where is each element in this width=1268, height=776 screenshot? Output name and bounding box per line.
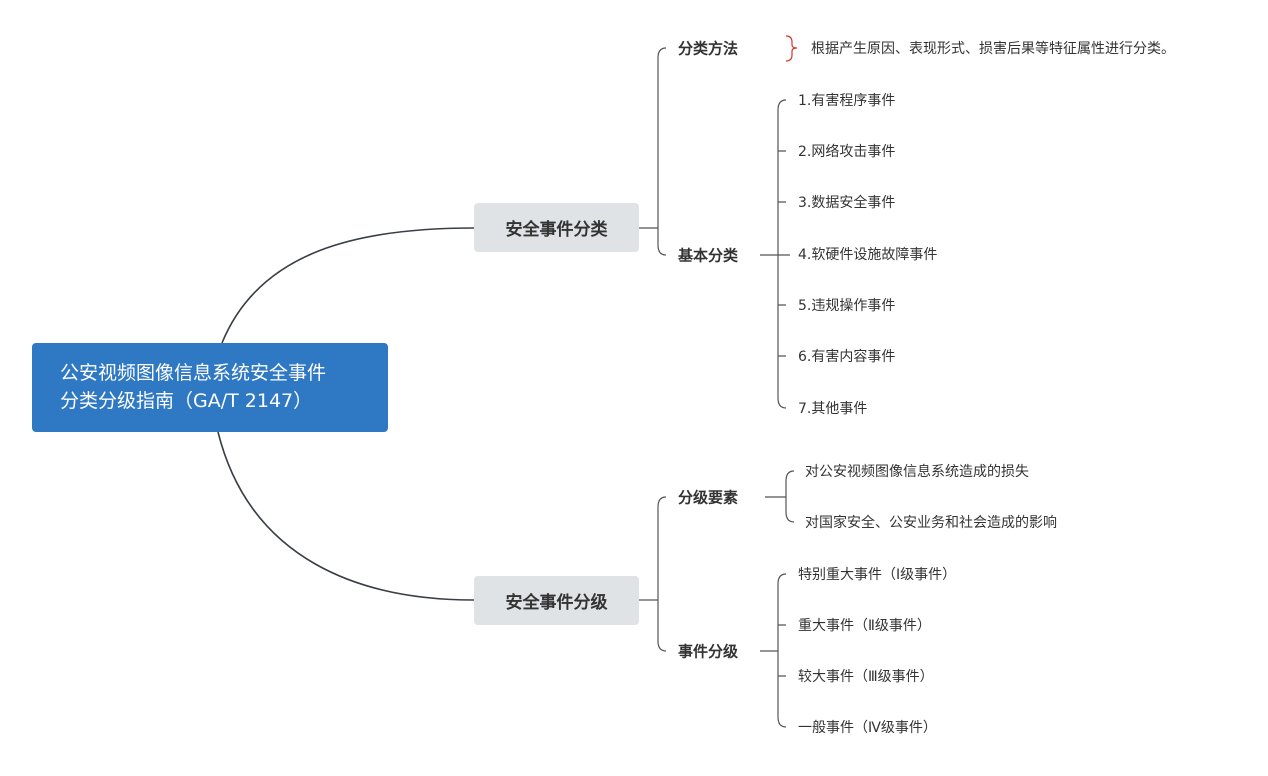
branch-grading[interactable]: 安全事件分级 — [474, 576, 639, 625]
node-basic-classification[interactable]: 基本分类 — [678, 246, 739, 265]
node-grading-factors[interactable]: 分级要素 — [678, 488, 739, 507]
bracket-basic — [760, 99, 790, 409]
list-item[interactable]: 2.网络攻击事件 — [798, 144, 896, 160]
list-item[interactable]: 5.违规操作事件 — [798, 298, 896, 314]
list-item[interactable]: 3.数据安全事件 — [798, 195, 896, 211]
node-classification-method[interactable]: 分类方法 — [678, 39, 739, 58]
list-item[interactable]: 对国家安全、公安业务和社会造成的影响 — [805, 515, 1057, 531]
note-classification-method: 根据产生原因、表现形式、损害后果等特征属性进行分类。 — [811, 41, 1175, 57]
list-item[interactable]: 对公安视频图像信息系统造成的损失 — [805, 464, 1029, 480]
branch-classification[interactable]: 安全事件分类 — [474, 203, 639, 252]
list-item[interactable]: 一般事件（Ⅳ级事件） — [798, 720, 937, 736]
list-item[interactable]: 6.有害内容事件 — [798, 349, 896, 365]
root-title-line1: 公安视频图像信息系统安全事件 — [60, 362, 327, 384]
bracket-classification — [639, 47, 667, 256]
node-event-grading[interactable]: 事件分级 — [678, 642, 739, 661]
list-item[interactable]: 1.有害程序事件 — [798, 93, 896, 109]
list-item[interactable]: 7.其他事件 — [798, 401, 868, 417]
list-item[interactable]: 特别重大事件（Ⅰ级事件） — [798, 567, 957, 583]
bracket-grading-factors — [765, 470, 795, 523]
root-node[interactable]: 公安视频图像信息系统安全事件 分类分级指南（GA/T 2147） — [32, 343, 388, 432]
bracket-event-grades — [760, 573, 787, 728]
connector-root-to-grading — [217, 431, 475, 601]
bracket-grading — [639, 496, 667, 652]
list-item[interactable]: 4.软硬件设施故障事件 — [798, 247, 938, 263]
root-title-line2: 分类分级指南（GA/T 2147） — [60, 390, 313, 412]
connector-root-to-classification — [221, 227, 475, 344]
list-item[interactable]: 较大事件（Ⅲ级事件） — [798, 669, 934, 685]
list-item[interactable]: 重大事件（Ⅱ级事件） — [798, 618, 931, 634]
red-brace-icon — [785, 35, 798, 62]
